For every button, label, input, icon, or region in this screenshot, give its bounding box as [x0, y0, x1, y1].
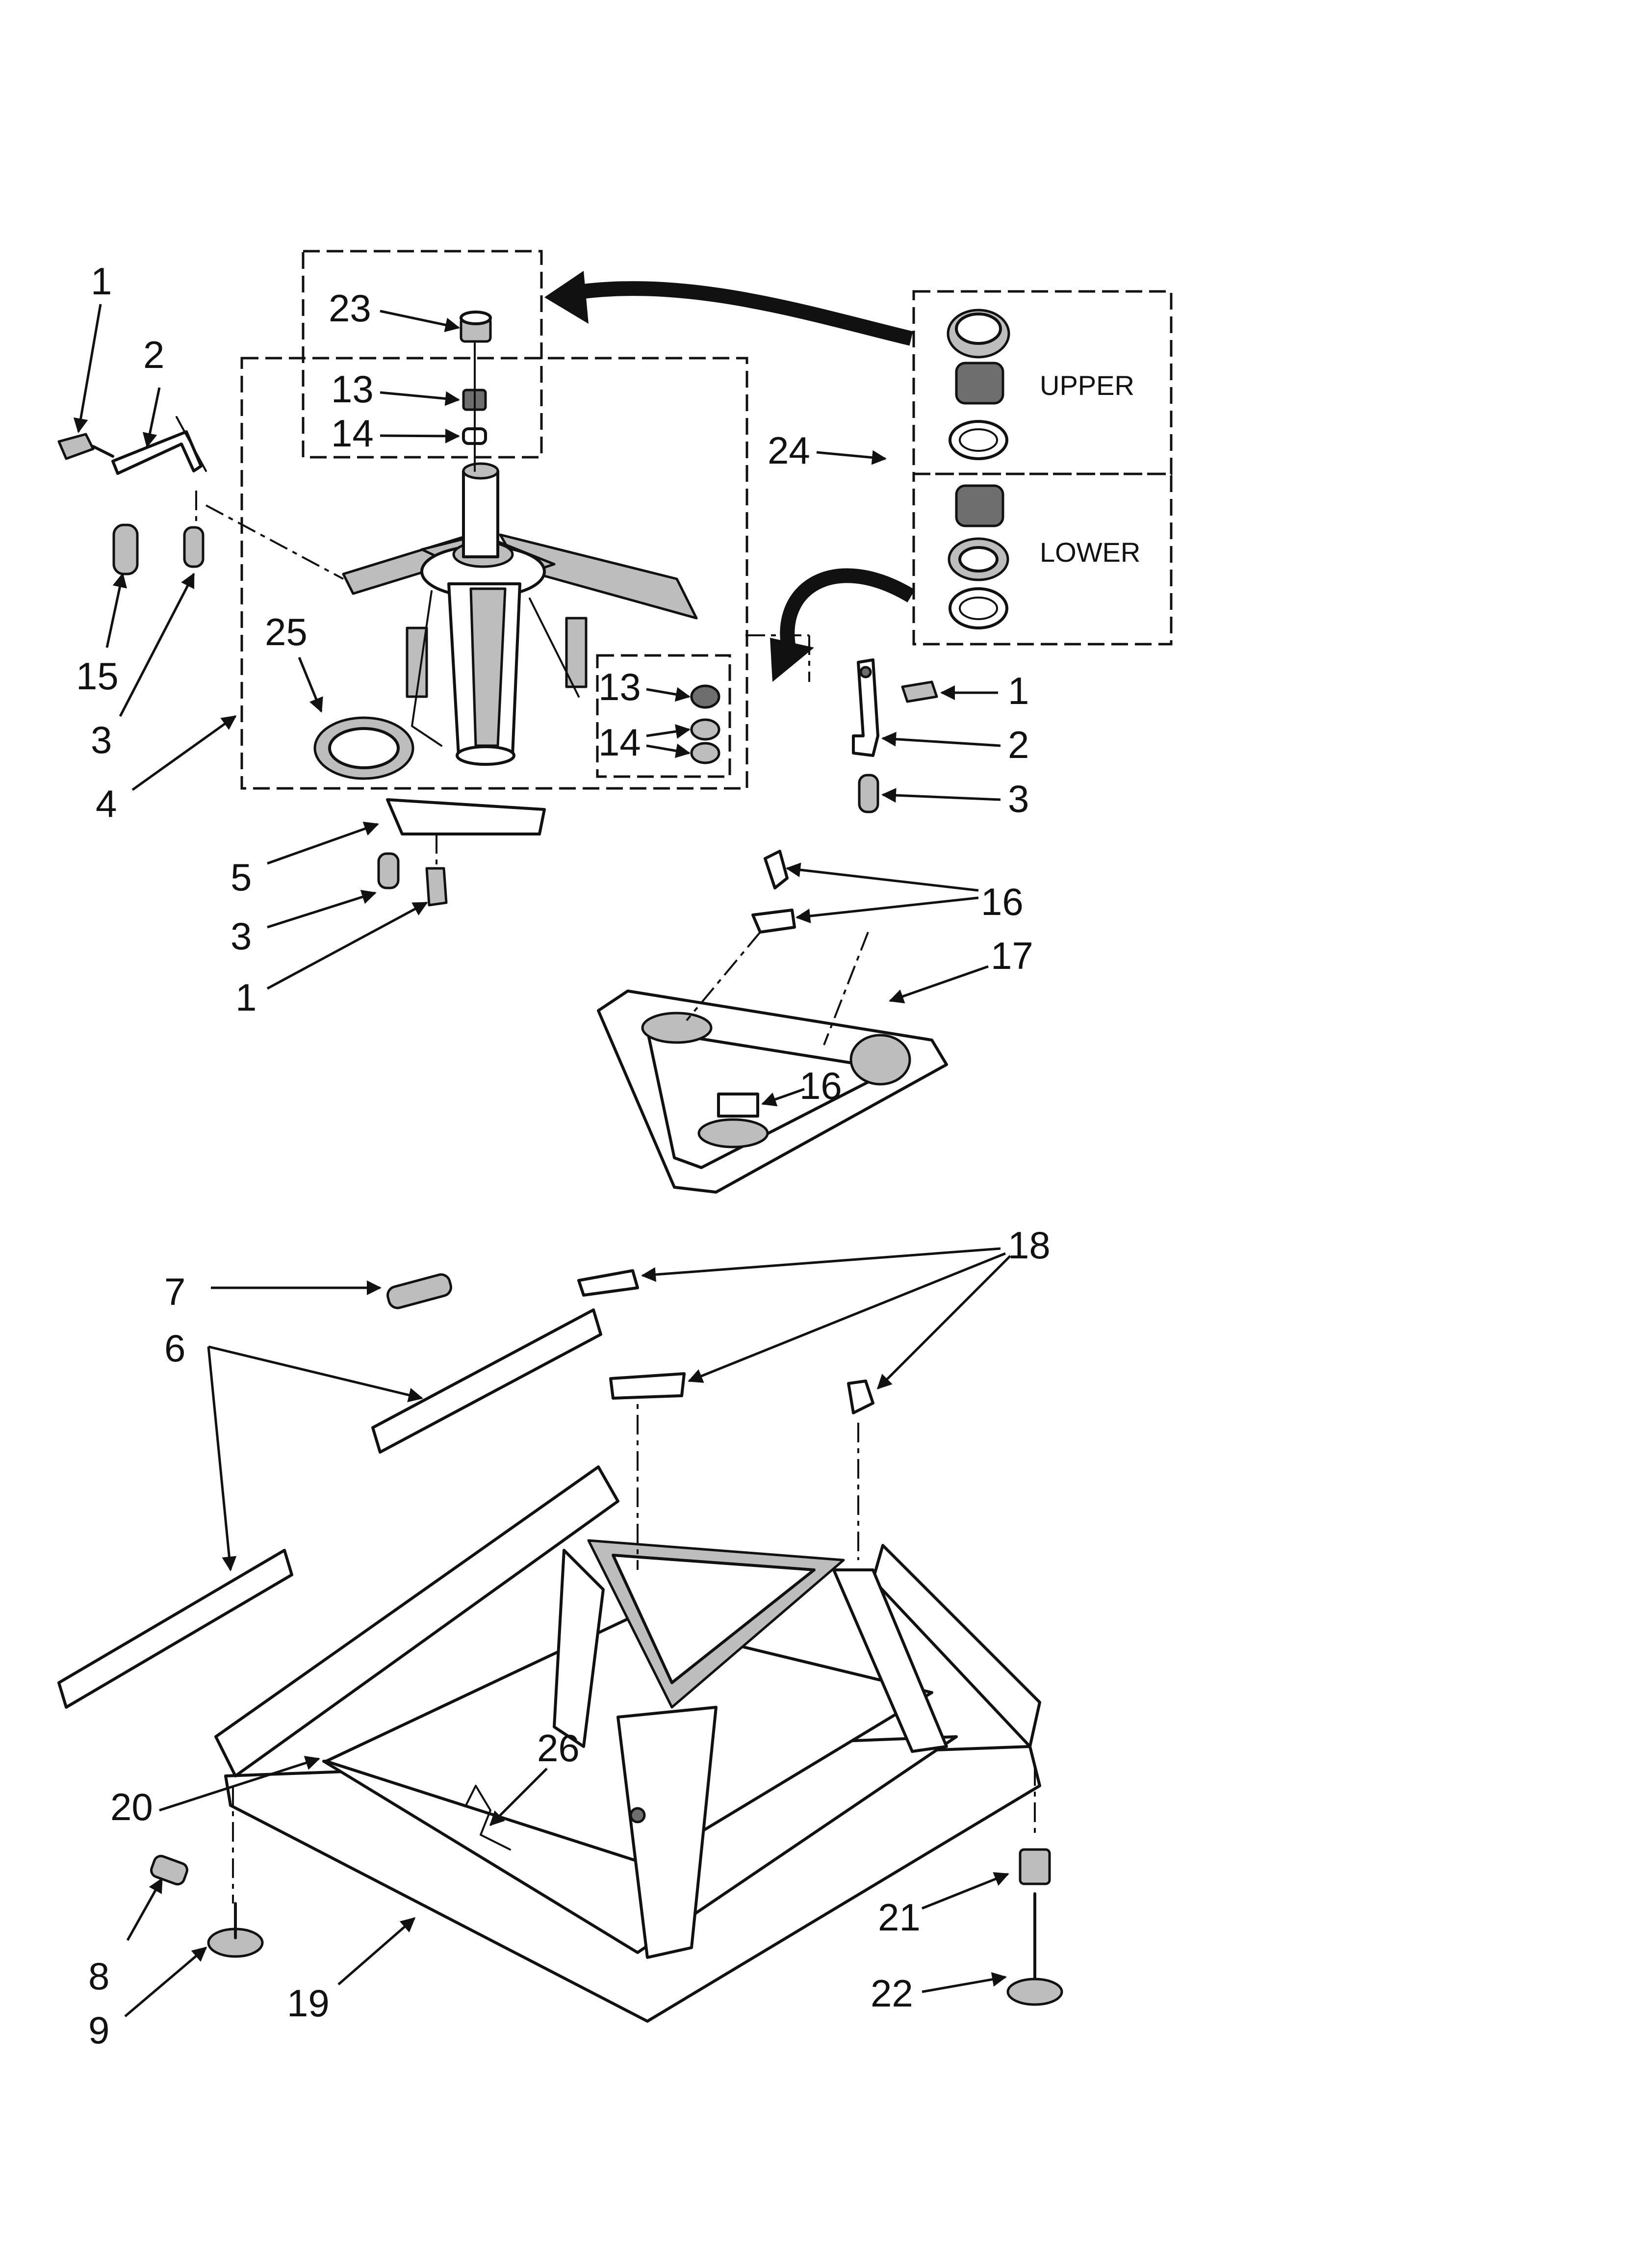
label-5: 5 — [231, 856, 252, 899]
label-13-b: 13 — [598, 665, 641, 708]
label-lower: LOWER — [1040, 537, 1140, 568]
label-3-c: 3 — [231, 914, 252, 958]
label-26: 26 — [537, 1726, 580, 1770]
tripod-leg-front — [616, 1706, 718, 1959]
upper-kit-arrow-head — [544, 271, 589, 324]
bearing-top-box — [302, 250, 543, 459]
bottom-bracket-group — [377, 798, 546, 907]
frame-pad-bottom — [697, 1118, 769, 1148]
label-18: 18 — [1008, 1224, 1051, 1267]
tube-bracket-right — [529, 598, 580, 698]
part-22-foot — [1006, 1978, 1063, 2006]
bearing-side-box — [596, 654, 731, 778]
label-25: 25 — [265, 610, 308, 653]
part-16-clip-b — [751, 909, 796, 934]
kit-upper-gear — [955, 362, 1004, 405]
label-3-b: 3 — [1008, 777, 1029, 820]
support-leg-left — [406, 626, 428, 698]
part-26-hook — [465, 1785, 511, 1851]
label-3-a: 3 — [91, 718, 112, 761]
label-1-c: 1 — [235, 976, 257, 1019]
tube-bracket — [411, 590, 442, 747]
left-bracket-group — [57, 416, 344, 580]
label-1-b: 1 — [1008, 669, 1029, 712]
rails-and-spring — [57, 1273, 602, 1709]
label-23: 23 — [329, 287, 371, 330]
part-5-bracket — [386, 798, 546, 835]
kit-lower-ring — [949, 587, 1008, 629]
part-2-bracket-left — [111, 430, 203, 475]
label-21: 21 — [878, 1896, 921, 1939]
label-14-b: 14 — [598, 721, 641, 764]
part-1-screw-left — [57, 433, 95, 460]
label-7: 7 — [164, 1270, 185, 1313]
part-18-clips — [577, 1269, 874, 1414]
bearing-kit-icons — [947, 309, 1010, 629]
label-9: 9 — [88, 2008, 109, 2052]
upper-kit-arrow — [567, 281, 913, 346]
part-17-frame — [597, 850, 948, 1194]
label-19: 19 — [287, 1981, 330, 2025]
part-1-screw-right — [901, 680, 938, 703]
dashed-group-boxes — [240, 250, 1173, 790]
right-bracket-group — [745, 634, 938, 813]
label-17: 17 — [991, 934, 1033, 977]
label-22: 22 — [871, 1972, 913, 2015]
part-3-spring-left — [183, 526, 205, 568]
part-15-spring — [112, 523, 139, 575]
callout-labels: 1 2 15 3 4 25 23 13 14 13 14 24 1 2 3 5 … — [76, 260, 1140, 2052]
label-16-a: 16 — [981, 880, 1024, 923]
label-2-b: 2 — [1008, 723, 1029, 766]
leader-lines — [73, 304, 1011, 2017]
part-6-rail-upper — [371, 1308, 602, 1454]
base-frame — [214, 1379, 1041, 2023]
tripod-leg-left — [553, 1549, 605, 1748]
center-tube-shade — [469, 587, 507, 747]
cabinet-rail-right — [872, 1544, 1041, 1748]
kit-upper-ring — [949, 420, 1008, 460]
label-2-a: 2 — [143, 333, 164, 376]
label-14-a: 14 — [331, 412, 374, 455]
bearing-side-parts — [690, 684, 720, 764]
part-3-spring-bottom — [377, 852, 400, 889]
suspension-assembly — [342, 462, 698, 766]
kit-lower-gear — [955, 484, 1004, 527]
support-leg-right — [565, 617, 588, 688]
part-16-clip-a — [764, 850, 789, 889]
label-15: 15 — [76, 654, 119, 698]
leveling-feet — [150, 1848, 1063, 2006]
label-20: 20 — [110, 1785, 153, 1828]
suspension-group-box — [240, 357, 748, 790]
label-1-a: 1 — [91, 260, 112, 303]
tripod-leg-right — [832, 1568, 948, 1753]
part-7-spring — [386, 1273, 452, 1309]
bearing-kit-lower-box — [912, 472, 1173, 646]
part-3-spring-right — [858, 774, 879, 813]
label-8: 8 — [88, 1955, 109, 1998]
part-1-screw-bottom — [425, 867, 448, 907]
label-4: 4 — [96, 782, 117, 825]
shaft-top — [462, 462, 499, 480]
label-24: 24 — [768, 429, 810, 472]
frame-pad-left — [641, 1012, 713, 1044]
center-shaft — [462, 469, 499, 558]
part-2-bracket-right — [852, 658, 879, 757]
part-16-clip-c — [717, 1093, 759, 1118]
bearing-top-parts — [460, 311, 492, 472]
label-upper: UPPER — [1040, 370, 1134, 401]
label-16-b: 16 — [799, 1064, 842, 1107]
label-13-a: 13 — [331, 367, 374, 411]
lower-kit-arrow-head — [770, 638, 814, 682]
part-6-rail-lower — [57, 1549, 293, 1709]
cabinet-rail-left — [214, 1465, 619, 1777]
frame-pad-right — [849, 1034, 911, 1086]
reference-arrows — [544, 271, 915, 682]
center-tube-bottom — [456, 745, 515, 766]
label-6: 6 — [164, 1327, 185, 1370]
lower-kit-arrow — [780, 568, 915, 654]
part-21-bushing — [1019, 1848, 1051, 1885]
part-25-ring — [313, 716, 414, 780]
part-8-plug — [150, 1854, 188, 1886]
